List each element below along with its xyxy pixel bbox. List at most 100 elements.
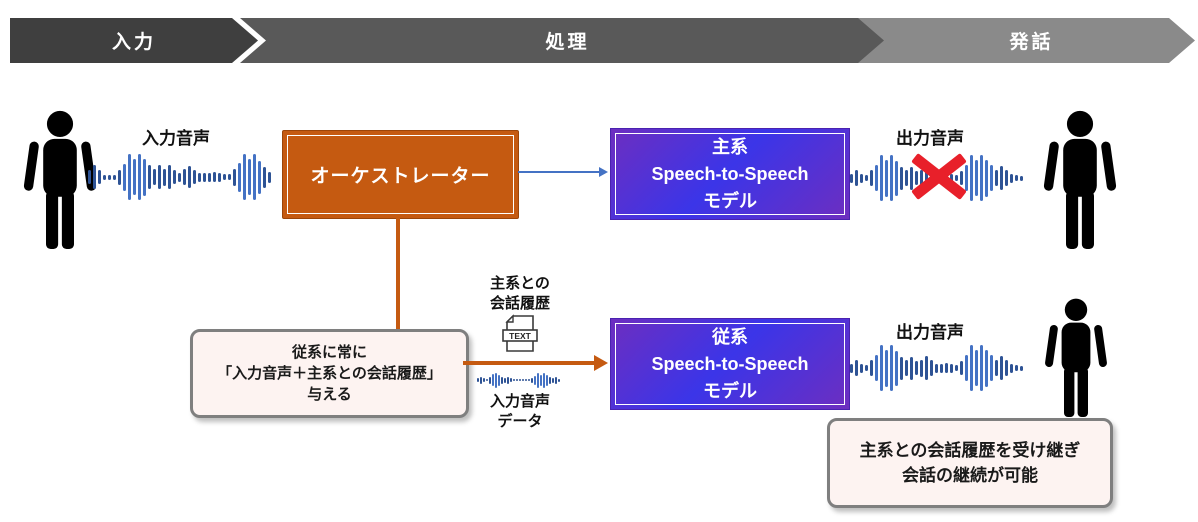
waveform-bar — [975, 350, 978, 386]
input-waveform — [88, 152, 280, 202]
listener-person-bottom-icon — [1040, 294, 1112, 420]
feed-note-line1: 従系に常に — [291, 344, 367, 361]
waveform-bar — [258, 160, 261, 194]
listener-person-top-icon — [1038, 106, 1122, 252]
stage-processing: 処理 — [240, 18, 885, 63]
waveform-bar — [555, 376, 557, 384]
feed-note-line2: 「入力音声＋主系との会話履歴」 — [217, 365, 442, 382]
waveform-bar — [955, 365, 958, 371]
waveform-bar — [549, 376, 551, 384]
waveform-bar — [950, 173, 953, 183]
waveform-bar — [865, 175, 868, 181]
input-data-label-line2: データ — [497, 413, 543, 430]
stage-speech-label: 発話 — [1009, 32, 1054, 53]
waveform-bar — [88, 170, 91, 184]
waveform-bar — [880, 345, 883, 391]
waveform-bar — [173, 170, 176, 184]
waveform-bar — [486, 379, 488, 381]
waveform-bar — [915, 361, 918, 375]
waveform-bar — [960, 171, 963, 185]
waveform-bar — [501, 376, 503, 384]
waveform-bar — [113, 174, 116, 180]
secondary-model-subtitle2: モデル — [703, 380, 757, 401]
waveform-bar — [860, 363, 863, 373]
waveform-bar — [880, 155, 883, 201]
waveform-bar — [537, 372, 539, 388]
text-doc-label: TEXT — [509, 331, 532, 341]
history-label: 主系との 会話履歴 — [468, 274, 572, 314]
waveform-bar — [492, 374, 494, 386]
waveform-bar — [498, 374, 500, 386]
history-label-line1: 主系との — [490, 275, 550, 292]
waveform-bar — [985, 349, 988, 387]
waveform-bar — [168, 165, 171, 189]
waveform-bar — [504, 377, 506, 383]
waveform-bar — [228, 174, 231, 180]
waveform-bar — [203, 172, 206, 182]
waveform-bar — [243, 154, 246, 200]
waveform-bar — [850, 363, 853, 373]
input-audio-label: 入力音声 — [142, 129, 210, 148]
waveform-bar — [885, 159, 888, 197]
waveform-bar — [865, 365, 868, 371]
waveform-bar — [885, 349, 888, 387]
waveform-bar — [910, 166, 913, 190]
orchestrator-box: オーケストレーター — [282, 130, 519, 219]
waveform-bar — [143, 158, 146, 196]
waveform-bar — [1005, 360, 1008, 376]
waveform-bar — [531, 377, 533, 383]
orchestrator-to-note-line — [396, 217, 400, 329]
waveform-bar — [875, 165, 878, 191]
orchestrator-to-primary-line — [518, 171, 600, 173]
secondary-model-subtitle: Speech-to-Speech — [651, 353, 809, 374]
waveform-bar — [103, 174, 106, 180]
waveform-bar — [483, 378, 485, 382]
waveform-bar — [158, 165, 161, 189]
waveform-bar — [123, 163, 126, 191]
note-to-secondary-arrowhead — [594, 355, 608, 371]
waveform-bar — [193, 170, 196, 184]
waveform-bar — [238, 162, 241, 192]
waveform-bar — [1005, 170, 1008, 186]
waveform-bar — [875, 355, 878, 381]
waveform-bar — [253, 154, 256, 200]
waveform-bar — [920, 169, 923, 187]
waveform-bar — [1015, 175, 1018, 181]
red-x-icon — [908, 148, 970, 206]
continuity-note-line2: 会話の継続が可能 — [902, 466, 1038, 485]
waveform-bar — [860, 173, 863, 183]
primary-model-subtitle2: モデル — [703, 190, 757, 211]
waveform-bar — [945, 363, 948, 373]
waveform-bar — [965, 165, 968, 191]
waveform-bar — [552, 377, 554, 383]
note-to-secondary-line — [463, 361, 595, 365]
waveform-bar — [268, 171, 271, 183]
waveform-bar — [975, 160, 978, 196]
waveform-bar — [153, 169, 156, 185]
waveform-bar — [108, 174, 111, 180]
waveform-bar — [1015, 365, 1018, 371]
waveform-bar — [890, 345, 893, 391]
secondary-model-box: 従系 Speech-to-Speech モデル — [610, 318, 850, 410]
stage-speech: 発話 — [858, 18, 1195, 63]
waveform-bar — [1010, 363, 1013, 373]
waveform-bar — [970, 155, 973, 201]
feed-note-box: 従系に常に 「入力音声＋主系との会話履歴」 与える — [190, 329, 469, 418]
waveform-bar — [1010, 173, 1013, 183]
stage-input: 入力 — [10, 18, 258, 63]
waveform-bar — [148, 165, 151, 189]
waveform-bar — [183, 169, 186, 185]
waveform-bar — [540, 374, 542, 386]
waveform-bar — [920, 359, 923, 377]
primary-model-subtitle: Speech-to-Speech — [651, 163, 809, 184]
waveform-bar — [546, 374, 548, 386]
waveform-bar — [128, 154, 131, 200]
waveform-bar — [990, 165, 993, 191]
waveform-bar — [118, 169, 121, 185]
waveform-bar — [534, 375, 536, 385]
waveform-bar — [890, 155, 893, 201]
waveform-bar — [528, 379, 530, 381]
waveform-bar — [940, 363, 943, 373]
orchestrator-label: オーケストレーター — [310, 166, 491, 187]
waveform-bar — [208, 172, 211, 182]
